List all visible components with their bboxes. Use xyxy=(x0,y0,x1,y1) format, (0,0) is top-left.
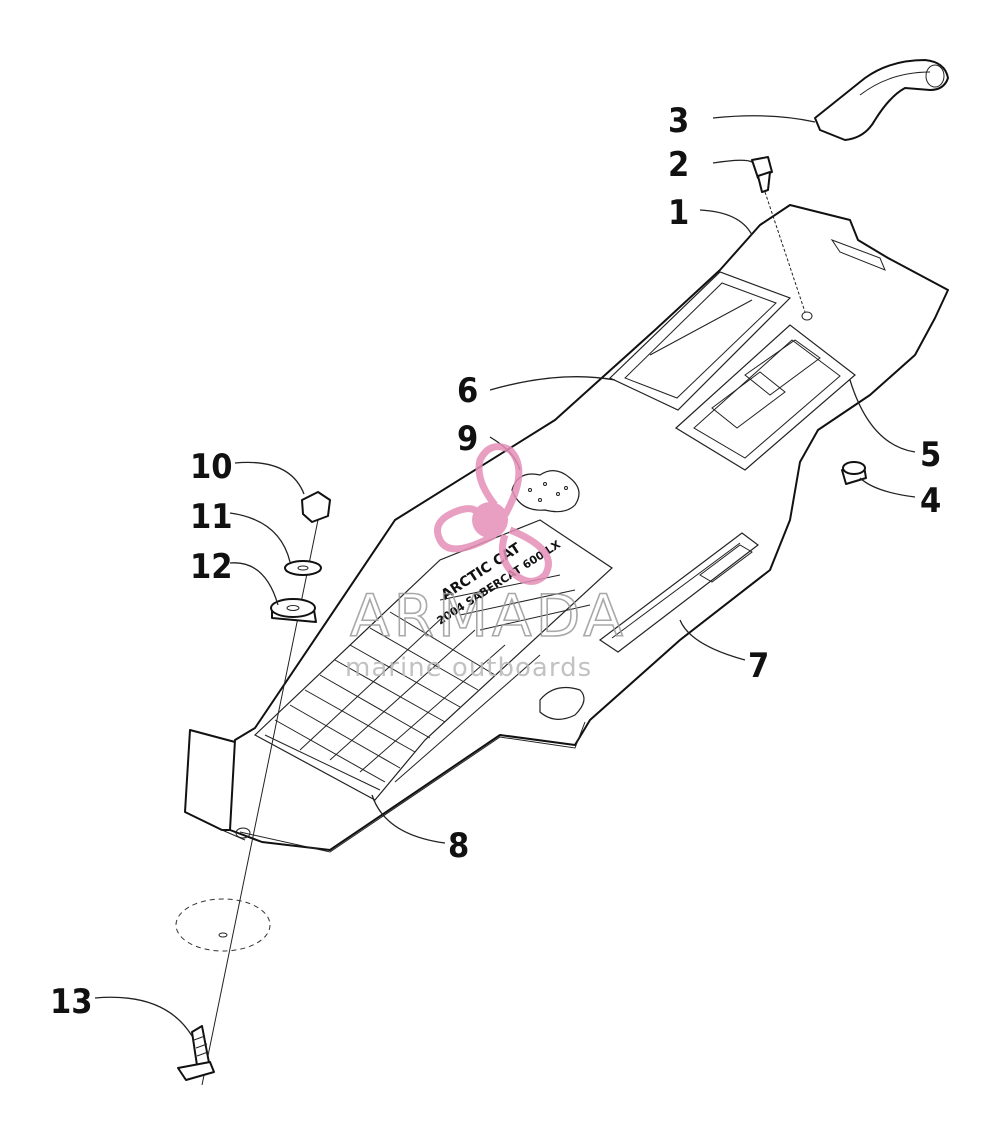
callout-2: 2 xyxy=(668,145,689,185)
bracket-3 xyxy=(814,59,949,141)
watermark: ARMADA marine outboards xyxy=(345,443,627,683)
callout-7: 7 xyxy=(748,646,769,686)
grommet-4 xyxy=(841,461,867,485)
callout-12: 12 xyxy=(190,547,233,587)
watermark-name: ARMADA xyxy=(350,582,627,650)
callout-13: 13 xyxy=(50,982,93,1022)
callout-6: 6 xyxy=(457,371,478,411)
bolt-2 xyxy=(751,156,806,313)
callout-5: 5 xyxy=(920,435,941,475)
callout-1: 1 xyxy=(668,193,689,233)
callout-3: 3 xyxy=(668,101,689,141)
hardware-stack xyxy=(175,491,331,1086)
callout-8: 8 xyxy=(448,826,469,866)
warning-decal-5 xyxy=(675,324,856,471)
leader-lines xyxy=(94,115,916,1037)
warning-decal-6 xyxy=(608,271,792,411)
side-strip-decal-7 xyxy=(539,532,759,720)
callout-11: 11 xyxy=(190,497,233,537)
callout-4: 4 xyxy=(920,481,941,521)
callout-labels: 3 2 1 6 9 5 10 4 11 12 7 8 13 xyxy=(50,101,941,1022)
callout-10: 10 xyxy=(190,447,233,487)
propeller-logo xyxy=(434,443,552,585)
watermark-tagline: marine outboards xyxy=(345,653,592,683)
callout-9: 9 xyxy=(457,419,478,459)
small-decal-9 xyxy=(511,470,580,513)
